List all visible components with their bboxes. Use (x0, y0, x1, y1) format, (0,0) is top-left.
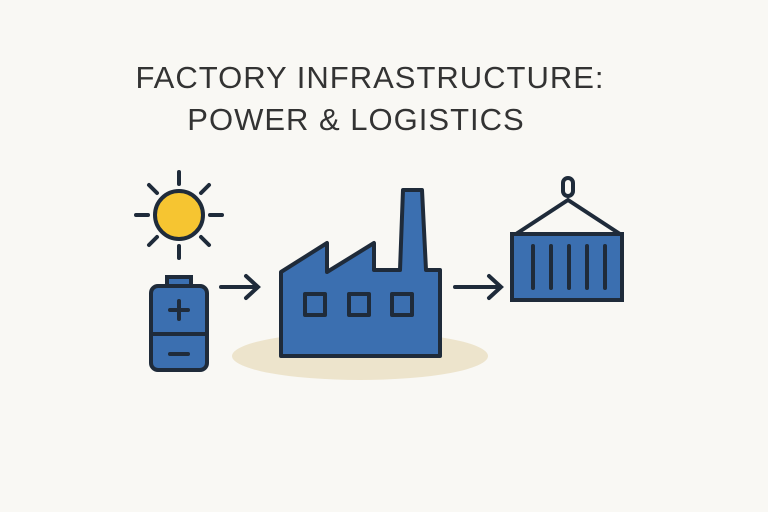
title-line-1: FACTORY INFRASTRUCTURE: (135, 60, 605, 95)
sun-icon (134, 170, 224, 260)
battery-icon (149, 275, 209, 372)
shipping-container-icon (510, 176, 624, 302)
factory-icon (279, 188, 442, 358)
arrow-right-icon (453, 274, 504, 300)
arrow-right-icon (219, 274, 261, 300)
title-line-2: POWER & LOGISTICS (187, 102, 525, 137)
